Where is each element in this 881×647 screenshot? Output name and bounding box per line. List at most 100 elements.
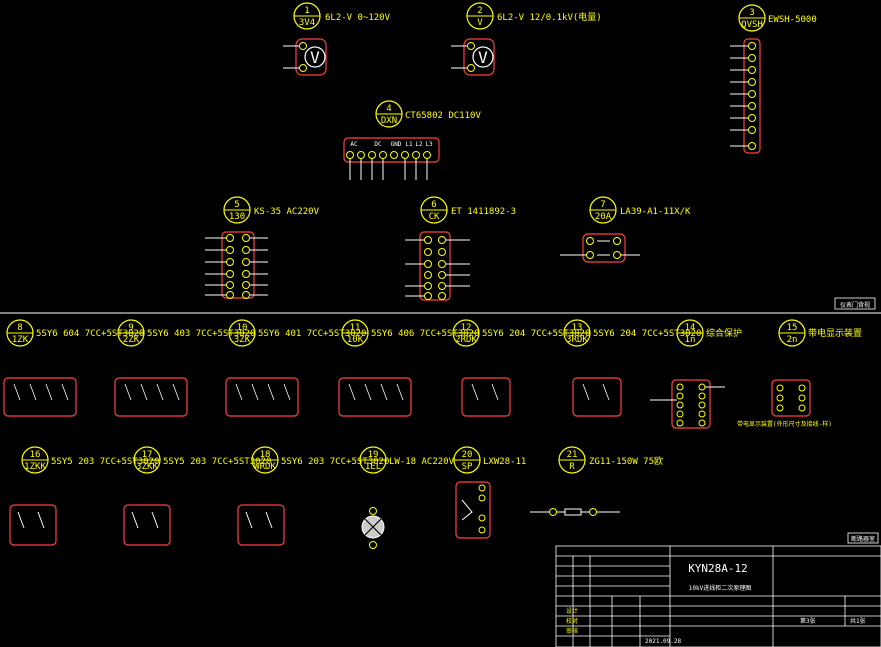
svg-text:1ZKK: 1ZKK [24,462,46,472]
drawing-title: KYN28A-12 [688,562,748,575]
svg-text:5SY6 203 7CC+5ST3020: 5SY6 203 7CC+5ST3020 [281,457,389,467]
component-14: 14 1n 综合保护 [650,319,742,429]
svg-text:8: 8 [17,323,22,333]
svg-text:5SY6 401 7CC+5ST3020: 5SY6 401 7CC+5ST3020 [258,329,366,339]
svg-text:9: 9 [128,323,133,333]
svg-text:6L2-V 12/0.1kV(电量): 6L2-V 12/0.1kV(电量) [497,11,602,23]
component-13: 13 3RDK 5SY6 204 7CC+5ST3020 [563,319,701,417]
svg-text:15: 15 [787,323,798,333]
drawing-subtitle: 10kV进线柜二次原理图 [689,584,751,592]
approve-label: 审核 [566,627,578,635]
svg-text:V: V [477,18,483,28]
svg-text:5SY6 204 7CC+5ST3020: 5SY6 204 7CC+5ST3020 [593,329,701,339]
svg-text:R: R [569,462,575,472]
page-count-label: 共1张 [850,617,866,625]
svg-text:4: 4 [386,104,391,114]
svg-text:2RDK: 2RDK [455,335,477,345]
svg-text:DXN: DXN [381,116,397,126]
svg-text:V: V [478,48,488,67]
component-9: 9 2ZK 5SY6 403 7CC+5ST3020 [114,319,255,417]
svg-text:10: 10 [237,323,248,333]
svg-text:3ZKK: 3ZKK [136,462,158,472]
component-1: 1 3V4 6L2-V 0~120V V [283,2,391,76]
svg-text:综合保护: 综合保护 [706,327,742,339]
svg-text:ZG11-150W 75欧: ZG11-150W 75欧 [589,455,663,467]
svg-text:5SY6 204 7CC+5ST3020: 5SY6 204 7CC+5ST3020 [482,329,590,339]
breaker-contacts [13,383,610,401]
component-11: 11 10K 5SY6 406 7CC+5ST3020 [338,319,479,417]
component-21: 21 R ZG11-150W 75欧 [530,446,663,516]
svg-text:GND: GND [391,141,402,148]
svg-text:16: 16 [30,450,41,460]
svg-text:V: V [310,48,320,67]
svg-text:17: 17 [142,450,153,460]
component-15: 15 2n 带电显示装置 带电显示装置(外形尺寸及接线-样) [737,319,862,428]
component-5: 5 130 KS-35 AC220V [205,196,320,299]
component-4: 4 DXN CT65802 DC110V AC DC GND L1 L2 L3 [343,100,481,180]
svg-text:LXW28-11: LXW28-11 [483,457,526,467]
check-label: 校对 [566,617,578,625]
svg-text:6L2-V 0~120V: 6L2-V 0~120V [325,13,391,23]
svg-text:2ZK: 2ZK [123,335,140,345]
bottom-right-tag: 断路器室 [851,535,875,543]
svg-text:3: 3 [749,8,754,18]
svg-text:带电显示装置: 带电显示装置 [808,327,862,339]
svg-text:14: 14 [685,323,696,333]
component-7: 7 20A LA39-A1-11X/K [560,196,691,263]
svg-text:LW-18 AC220V: LW-18 AC220V [389,457,455,467]
svg-text:AC: AC [350,141,358,148]
svg-text:CT65802 DC110V: CT65802 DC110V [405,111,481,121]
svg-text:5SY6 406 7CC+5ST3020: 5SY6 406 7CC+5ST3020 [371,329,479,339]
svg-text:2: 2 [477,6,482,16]
sheet-label: 第3张 [800,617,816,625]
svg-text:CK: CK [429,212,440,222]
design-label: 设计 [566,607,578,615]
svg-text:1ZK: 1ZK [12,335,29,345]
title-block [555,545,881,647]
svg-text:L1: L1 [405,141,413,148]
component-6: 6 CK ET 1411892-3 [405,196,516,301]
svg-text:1EL: 1EL [365,462,381,472]
top-right-tag: 仪表门背视 [840,301,870,309]
svg-text:7: 7 [600,200,605,210]
svg-text:LA39-A1-11X/K: LA39-A1-11X/K [620,207,691,217]
svg-text:3ZK: 3ZK [234,335,251,345]
svg-text:DC: DC [374,141,382,148]
svg-text:3V4: 3V4 [299,18,315,28]
component-16: 16 1ZKK 5SY5 203 7CC+5ST3020 [9,446,159,546]
svg-text:QVSH: QVSH [741,20,763,30]
n2-note: 带电显示装置(外形尺寸及接线-样) [737,420,832,428]
component-3: 3 QVSH EWSH-5000 [730,4,817,154]
svg-text:13: 13 [572,323,583,333]
svg-text:WRDK: WRDK [254,462,276,472]
component-17: 17 3ZKK 5SY5 203 7CC+5ST3020 [123,446,271,546]
component-18: 18 WRDK 5SY6 203 7CC+5ST3020 [237,446,389,546]
svg-text:5SY5 203 7CC+5ST3020: 5SY5 203 7CC+5ST3020 [163,457,271,467]
svg-text:21: 21 [567,450,578,460]
svg-text:6: 6 [431,200,436,210]
svg-text:5: 5 [234,200,239,210]
component-20: 20 SP LXW28-11 [453,446,526,539]
svg-text:20: 20 [462,450,473,460]
svg-text:130: 130 [229,212,245,222]
svg-text:L2: L2 [415,141,423,148]
svg-text:5SY6 604 7CC+5ST3020: 5SY6 604 7CC+5ST3020 [36,329,144,339]
svg-text:3RDK: 3RDK [566,335,588,345]
svg-text:18: 18 [260,450,271,460]
component-10: 10 3ZK 5SY6 401 7CC+5ST3020 [225,319,366,417]
svg-text:2n: 2n [787,335,798,345]
svg-text:12: 12 [461,323,472,333]
svg-text:ET 1411892-3: ET 1411892-3 [451,207,516,217]
svg-text:19: 19 [368,450,379,460]
component-8: 8 1ZK 5SY6 604 7CC+5ST3020 [3,319,144,417]
date-label: 2021.09.28 [645,638,682,645]
component-19: 19 1EL LW-18 AC220V [359,446,455,549]
svg-text:5SY6 403 7CC+5ST3020: 5SY6 403 7CC+5ST3020 [147,329,255,339]
component-2: 2 V 6L2-V 12/0.1kV(电量) V [451,2,602,76]
svg-text:KS-35 AC220V: KS-35 AC220V [254,207,320,217]
svg-text:1: 1 [304,6,309,16]
svg-text:1n: 1n [685,335,696,345]
svg-text:EWSH-5000: EWSH-5000 [768,15,817,25]
component-12: 12 2RDK 5SY6 204 7CC+5ST3020 [452,319,590,417]
